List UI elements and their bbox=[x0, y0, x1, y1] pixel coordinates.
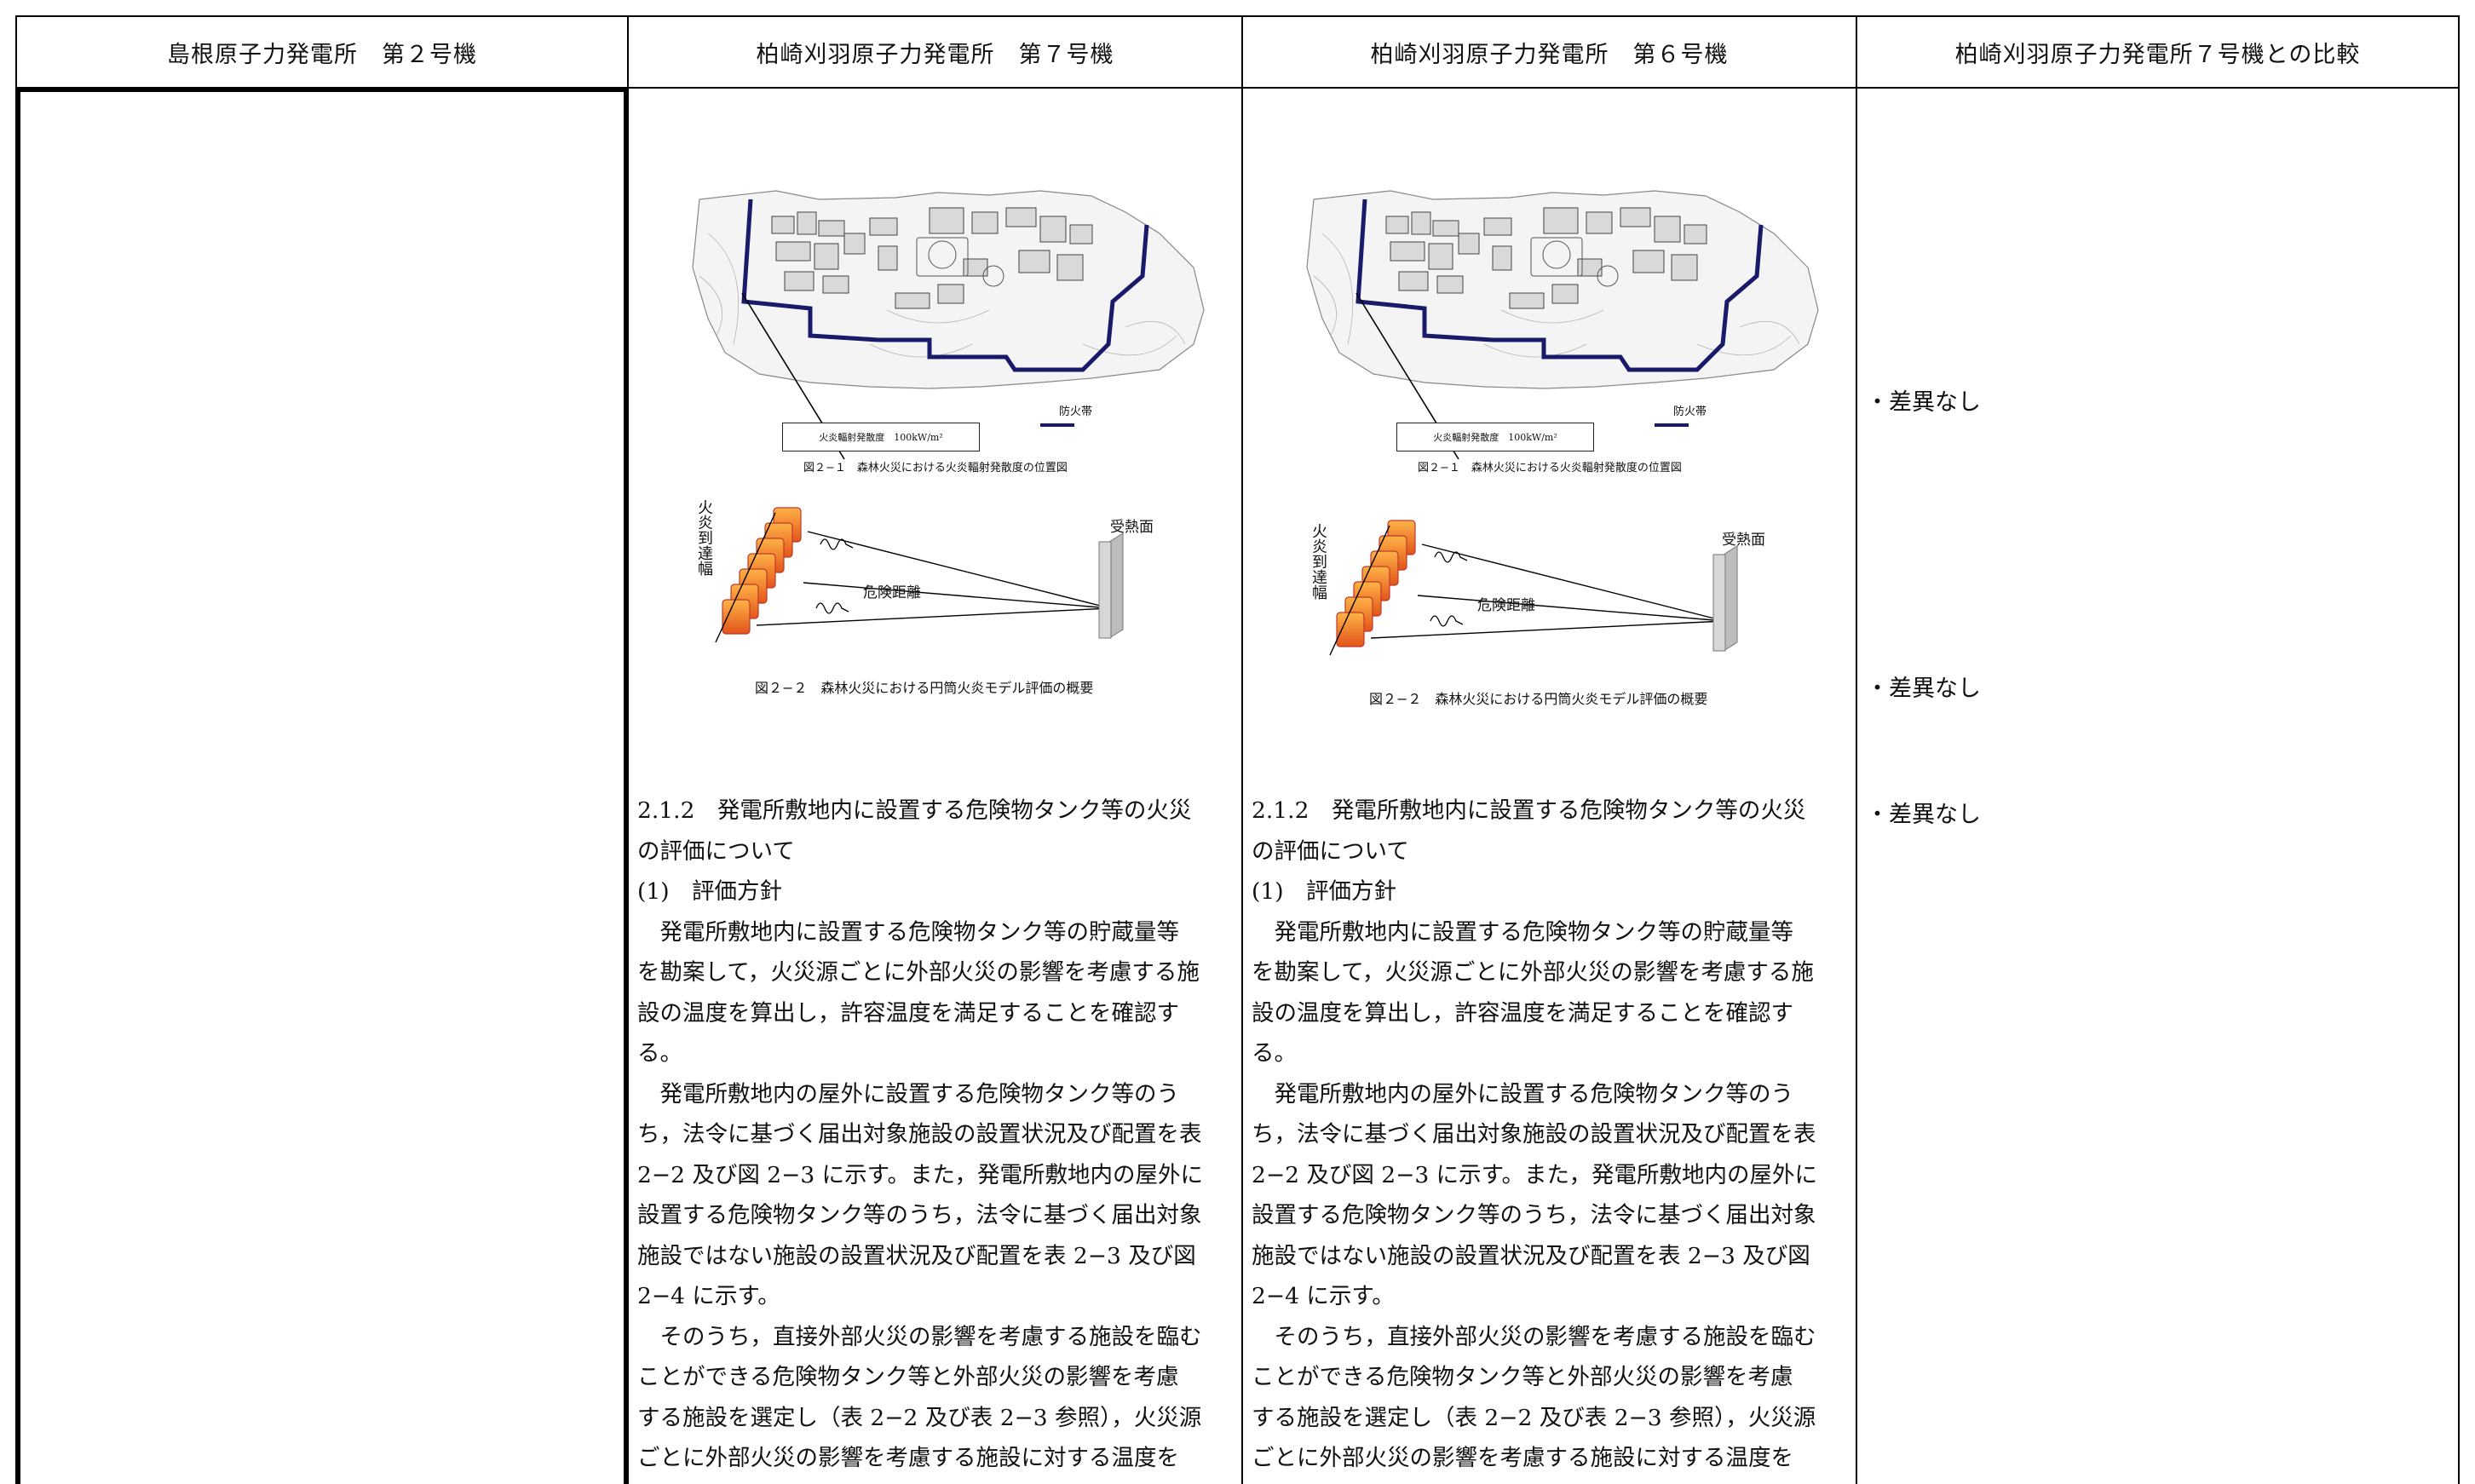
text-line: ち，法令に基づく届出対象施設の設置状況及び配置を表 bbox=[637, 1121, 1202, 1148]
text-line: 2.1.2 発電所敷地内に設置する危険物タンク等の火災 bbox=[637, 797, 1192, 824]
text-line: ち，法令に基づく届出対象施設の設置状況及び配置を表 bbox=[1252, 1121, 1816, 1148]
comparison-note-figure-2-1: ・差異なし bbox=[1866, 389, 1981, 416]
figure-2-1-caption: 図２−１ 森林火災における火炎輻射発散度の位置図 bbox=[803, 462, 1068, 475]
figure-2-2-caption: 図２−２ 森林火災における円筒火炎モデル評価の概要 bbox=[755, 680, 1094, 696]
receiver-surface-label: 受熱面 bbox=[1110, 519, 1154, 536]
text-line: の評価について bbox=[637, 837, 795, 865]
text-line: 発電所敷地内の屋外に設置する危険物タンク等のう bbox=[637, 1080, 1179, 1107]
header-bottom-border bbox=[15, 87, 2460, 89]
text-line: 設の温度を算出し，許容温度を満足することを確認す bbox=[1252, 999, 1793, 1027]
column-divider-2 bbox=[1241, 15, 1243, 1484]
text-line: (1) 評価方針 bbox=[1252, 878, 1397, 905]
header-kk-unit7: 柏崎刈羽原子力発電所 第７号機 bbox=[756, 41, 1114, 68]
shimane-frame-top bbox=[15, 87, 629, 92]
text-line: する施設を選定し（表 2−2 及び表 2−3 参照），火災源 bbox=[637, 1404, 1202, 1431]
text-line: 設置する危険物タンク等のうち，法令に基づく届出対象 bbox=[637, 1202, 1202, 1228]
text-line: 2.1.2 発電所敷地内に設置する危険物タンク等の火災 bbox=[1252, 797, 1806, 824]
kk7-figures: 火炎輻射発散度 100kW/m² 防火帯 図２−１ 森林火災における火炎輻射発散… bbox=[629, 89, 1241, 719]
flame-width-label: 火炎到達幅 bbox=[695, 499, 713, 576]
map-legend-firebreak-label: 防火帯 bbox=[1673, 406, 1707, 418]
text-line: を勘案して，火災源ごとに外部火災の影響を考慮する施 bbox=[637, 959, 1200, 986]
hazard-distance-label: 危険距離 bbox=[863, 584, 921, 601]
shimane-frame-left bbox=[15, 87, 20, 1484]
cylinder-flame-model-diagram bbox=[1329, 520, 1738, 656]
receiver-surface-label: 受熱面 bbox=[1722, 532, 1765, 549]
text-line: 発電所敷地内の屋外に設置する危険物タンク等のう bbox=[1252, 1080, 1793, 1107]
header-kk-unit6: 柏崎刈羽原子力発電所 第６号機 bbox=[1370, 41, 1729, 68]
kk7-section-text: 2.1.2 発電所敷地内に設置する危険物タンク等の火災 の評価について (1) … bbox=[637, 791, 1234, 1479]
text-line: ごとに外部火災の影響を考慮する施設に対する温度を bbox=[1252, 1445, 1793, 1471]
text-line: 2−2 及び図 2−3 に示す。また，発電所敷地内の屋外に bbox=[1252, 1161, 1817, 1188]
map-legend-firebreak-label: 防火帯 bbox=[1059, 406, 1093, 418]
text-line: る。 bbox=[1252, 1040, 1297, 1067]
text-line: 2−2 及び図 2−3 に示す。また，発電所敷地内の屋外に bbox=[637, 1161, 1203, 1188]
shimane-frame-right bbox=[624, 87, 629, 1484]
header-comparison: 柏崎刈羽原子力発電所７号機との比較 bbox=[1954, 41, 2361, 68]
text-line: する施設を選定し（表 2−2 及び表 2−3 参照），火災源 bbox=[1252, 1404, 1816, 1431]
table-top-border bbox=[15, 15, 2460, 17]
column-divider-3 bbox=[1856, 15, 1857, 1484]
forest-fire-site-map bbox=[692, 190, 1205, 460]
figure-2-2-caption: 図２−２ 森林火災における円筒火炎モデル評価の概要 bbox=[1369, 691, 1708, 707]
cylinder-flame-model-diagram bbox=[715, 507, 1124, 643]
figure-2-1-caption: 図２−１ 森林火災における火炎輻射発散度の位置図 bbox=[1418, 462, 1682, 475]
text-line: 施設ではない施設の設置状況及び配置を表 2−3 及び図 bbox=[637, 1242, 1196, 1269]
comparison-note-section-2-1-2: ・差異なし bbox=[1866, 802, 1981, 828]
text-line: る。 bbox=[637, 1040, 682, 1067]
text-line: ことができる危険物タンク等と外部火災の影響を考慮 bbox=[1252, 1364, 1793, 1390]
hazard-distance-label: 危険距離 bbox=[1477, 597, 1535, 614]
text-line: 2−4 に示す。 bbox=[637, 1283, 780, 1309]
text-line: を勘案して，火災源ごとに外部火災の影響を考慮する施 bbox=[1252, 959, 1814, 986]
text-line: 施設ではない施設の設置状況及び配置を表 2−3 及び図 bbox=[1252, 1242, 1810, 1269]
forest-fire-site-map bbox=[1306, 190, 1819, 460]
text-line: ごとに外部火災の影響を考慮する施設に対する温度を bbox=[637, 1445, 1179, 1471]
text-line: 設の温度を算出し，許容温度を満足することを確認す bbox=[637, 999, 1179, 1027]
text-line: 発電所敷地内に設置する危険物タンク等の貯蔵量等 bbox=[637, 918, 1179, 946]
kk6-figures: 火炎輻射発散度 100kW/m² 防火帯 図２−１ 森林火災における火炎輻射発散… bbox=[1243, 89, 1856, 719]
map-legend-box: 火炎輻射発散度 100kW/m² bbox=[1396, 423, 1594, 452]
table-right-border bbox=[2458, 15, 2460, 1484]
flame-width-label: 火炎到達幅 bbox=[1309, 523, 1327, 600]
text-line: そのうち，直接外部火災の影響を考慮する施設を臨む bbox=[1252, 1323, 1816, 1350]
text-line: 設置する危険物タンク等のうち，法令に基づく届出対象 bbox=[1252, 1202, 1816, 1228]
text-line: ことができる危険物タンク等と外部火災の影響を考慮 bbox=[637, 1364, 1179, 1390]
map-legend-box: 火炎輻射発散度 100kW/m² bbox=[782, 423, 980, 452]
text-line: (1) 評価方針 bbox=[637, 878, 783, 905]
comparison-note-figure-2-2: ・差異なし bbox=[1866, 676, 1981, 702]
text-line: 2−4 に示す。 bbox=[1252, 1283, 1395, 1309]
kk6-section-text: 2.1.2 発電所敷地内に設置する危険物タンク等の火災 の評価について (1) … bbox=[1252, 791, 1848, 1479]
text-line: そのうち，直接外部火災の影響を考慮する施設を臨む bbox=[637, 1323, 1202, 1350]
text-line: の評価について bbox=[1252, 837, 1409, 865]
text-line: 発電所敷地内に設置する危険物タンク等の貯蔵量等 bbox=[1252, 918, 1793, 946]
header-shimane-unit2: 島根原子力発電所 第２号機 bbox=[167, 41, 477, 68]
